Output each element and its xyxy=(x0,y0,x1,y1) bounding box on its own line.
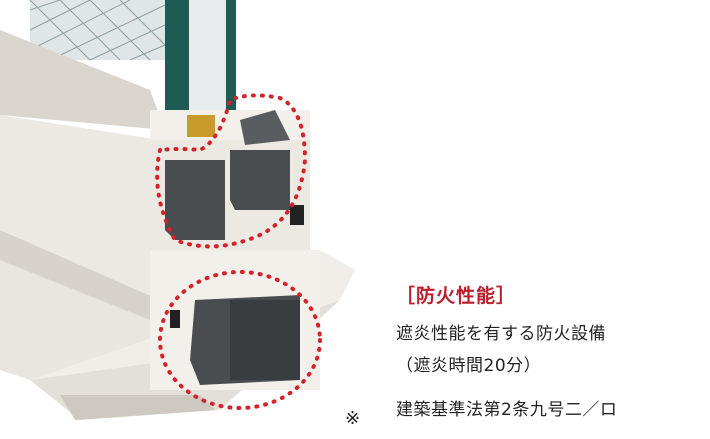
highlight-ring-lower xyxy=(158,270,322,410)
caption-heading: ［防火性能］ xyxy=(396,285,517,307)
glass-pane xyxy=(29,0,166,61)
footnote-mark: ※ xyxy=(345,408,361,429)
caption-line-fire-equipment: 遮炎性能を有する防火設備 xyxy=(396,324,606,344)
caption-line-building-law: 建築基準法第2条九号二／ロ xyxy=(396,400,618,420)
window-frame-cross-section-illustration xyxy=(0,0,355,420)
sash-profile xyxy=(150,110,320,390)
glass-edge xyxy=(165,0,236,130)
caption-line-flame-time: （遮炎時間20分） xyxy=(396,356,542,376)
highlight-ring-upper xyxy=(155,93,308,249)
fire-performance-caption: ［防火性能］ 遮炎性能を有する防火設備 （遮炎時間20分） 建築基準法第2条九号… xyxy=(396,282,696,422)
